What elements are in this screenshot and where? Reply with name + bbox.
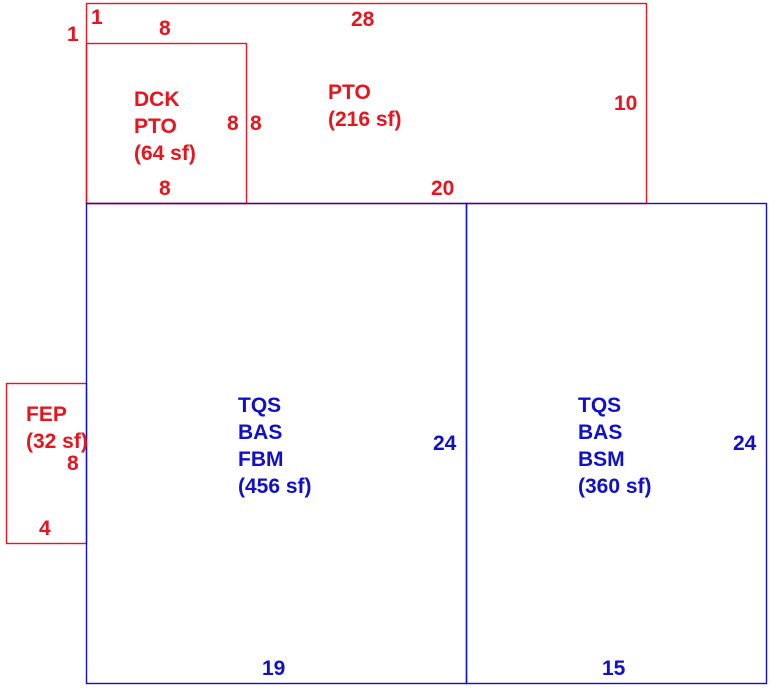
fep-bottom-dimension: 4 [39,517,51,540]
pto-top-dimension: 28 [351,8,375,31]
dck-right-outer-dimension: 8 [250,112,262,135]
dck-pto-area-label: DCK PTO (64 sf) [134,88,196,165]
bsm-bottom-dimension: 15 [602,657,626,680]
fep-area-label: FEP (32 sf) [26,403,88,453]
fep-right-dimension: 8 [67,452,79,475]
dck-bottom-dimension: 8 [159,177,171,200]
fbm-area-label: TQS BAS FBM (456 sf) [238,394,312,498]
dck-right-inner-dimension: 8 [227,112,239,135]
bsm-right-dimension: 24 [733,432,757,455]
fbm-right-dimension: 24 [433,432,457,455]
pto-top-left-offset-dimension: 1 [91,6,103,29]
pto-right-dimension: 10 [614,92,637,115]
dck-top-dimension: 8 [159,17,171,40]
bsm-area-label: TQS BAS BSM (360 sf) [578,394,652,498]
pto-bottom-dimension: 20 [431,177,454,200]
bsm-outline [465,202,768,685]
pto-left-side-dimension: 1 [67,23,79,46]
fbm-bottom-dimension: 19 [262,657,285,680]
pto-area-label: PTO (216 sf) [328,81,402,131]
